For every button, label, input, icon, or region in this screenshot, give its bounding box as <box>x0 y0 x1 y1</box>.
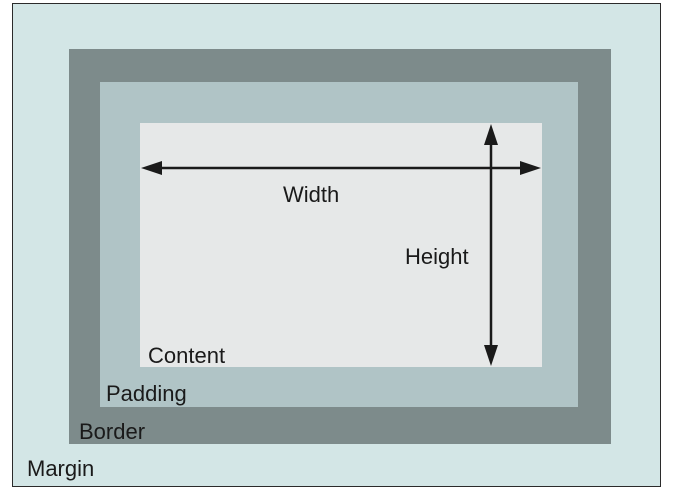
width-arrow <box>141 161 541 175</box>
height-arrow <box>484 124 498 366</box>
width-arrow-right-head <box>520 161 541 175</box>
width-arrow-left-head <box>141 161 162 175</box>
height-arrow-top-head <box>484 124 498 145</box>
margin-label: Margin <box>27 456 95 481</box>
height-arrow-bottom-head <box>484 345 498 366</box>
border-label: Border <box>79 419 146 444</box>
padding-label: Padding <box>106 381 187 406</box>
content-label: Content <box>148 343 226 368</box>
height-label: Height <box>405 244 469 269</box>
width-label: Width <box>283 182 340 207</box>
content-area <box>140 123 542 367</box>
